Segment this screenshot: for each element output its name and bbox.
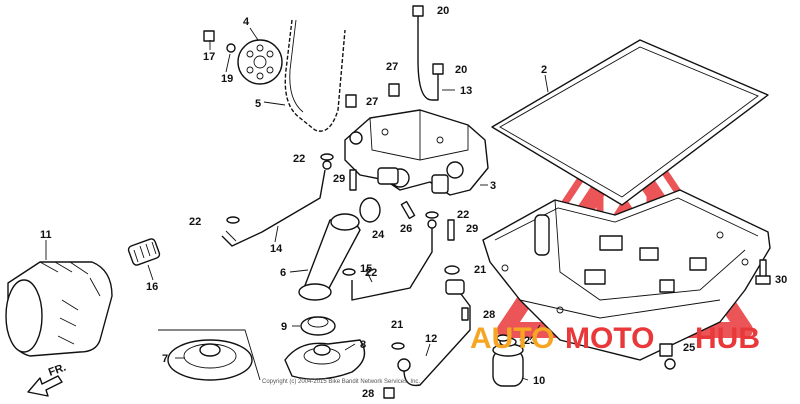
watermark-text: AUTO MOTO HUB: [470, 322, 760, 355]
callout-30: 30: [775, 274, 787, 286]
callout-3: 3: [490, 180, 496, 192]
callout-28b: 28: [362, 388, 374, 400]
o-ring: [359, 197, 381, 223]
callout-23: 23: [524, 335, 536, 347]
dowel-pin: [388, 83, 400, 97]
front-direction-arrow-icon: [27, 375, 63, 397]
filter-center-bolt: [127, 238, 161, 266]
callout-15: 15: [360, 263, 372, 275]
callout-7: 7: [162, 353, 168, 365]
callout-29b: 29: [466, 223, 478, 235]
callout-19: 19: [221, 73, 233, 85]
seal: [300, 316, 336, 336]
callout-20b: 20: [455, 64, 467, 76]
callout-9: 9: [281, 321, 287, 333]
oil-strainer-7: [158, 329, 261, 381]
small-fasteners: [226, 153, 510, 399]
callout-10: 10: [533, 375, 545, 387]
pin: [400, 200, 416, 220]
callout-22c: 22: [365, 267, 377, 279]
watermark-moto: MOTO: [565, 322, 654, 355]
callout-2: 2: [541, 64, 547, 76]
callout-labels: 1 2 3 4 5 6 7 8 9 10 11 12 13 14 15 16 1…: [40, 5, 787, 400]
callout-21b: 21: [391, 319, 403, 331]
drain-bolt: [659, 343, 676, 370]
oil-strainer-pipe: [298, 213, 361, 301]
callout-27a: 27: [386, 61, 398, 73]
oil-pump-assembly: [344, 109, 489, 196]
callout-14: 14: [270, 243, 283, 255]
callout-20a: 20: [437, 5, 449, 17]
leader-lines: [45, 27, 541, 381]
callout-13: 13: [460, 85, 472, 97]
oil-pressure-relief: [492, 337, 524, 387]
callout-22b: 22: [189, 216, 201, 228]
callout-4: 4: [243, 16, 250, 28]
callout-1: 1: [519, 337, 525, 349]
oil-pan: [482, 189, 771, 361]
callout-24: 24: [372, 229, 385, 241]
oil-pan-gasket: [491, 39, 769, 206]
oil-filter: [5, 261, 113, 357]
dowel-pin: [345, 94, 357, 108]
callout-12: 12: [425, 333, 437, 345]
oil-pipe-15: [351, 219, 437, 301]
watermark-hub: HUB: [695, 322, 760, 355]
direction-label: FR.: [47, 361, 68, 378]
callout-22d: 22: [457, 209, 469, 221]
callout-6: 6: [280, 267, 286, 279]
callout-21a: 21: [474, 264, 486, 276]
oil-pump-chain: [284, 19, 346, 132]
callout-27b: 27: [366, 96, 378, 108]
callout-11: 11: [40, 229, 52, 241]
callout-5: 5: [255, 98, 261, 110]
oil-strainer-8: [284, 339, 366, 380]
callout-26: 26: [400, 223, 412, 235]
copyright-text: Copyright (c) 2004-2015 Bike Bandit Netw…: [262, 379, 420, 385]
callout-8: 8: [360, 339, 366, 351]
callout-29a: 29: [333, 173, 345, 185]
callout-22a: 22: [293, 153, 305, 165]
oil-pipe-upper: [412, 5, 444, 101]
callout-16: 16: [146, 281, 158, 293]
callout-17: 17: [203, 51, 215, 63]
oil-pipe-14: [221, 160, 332, 247]
callout-28a: 28: [483, 309, 495, 321]
watermark-auto: AUTO: [470, 322, 554, 355]
oil-pan-bolt: [755, 259, 771, 285]
oil-pump-sprocket: [237, 39, 283, 85]
sprocket-bolt: [203, 30, 236, 53]
oil-pipe-12: [397, 279, 471, 387]
callout-25: 25: [683, 342, 695, 354]
